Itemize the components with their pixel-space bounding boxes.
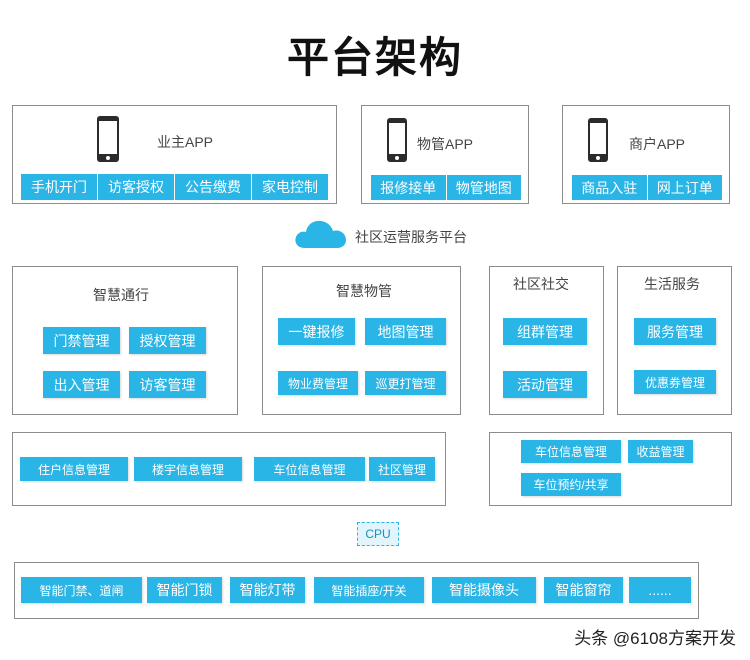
watermark: 头条 @6108方案开发 xyxy=(574,629,736,648)
devices-panel: 智能门禁、道闸 智能门锁 智能灯带 智能插座/开关 智能摄像头 智能窗帘 ...… xyxy=(14,562,699,619)
device-button[interactable]: 智能插座/开关 xyxy=(314,577,424,603)
cloud-icon xyxy=(295,220,346,248)
life-services-label: 生活服务 xyxy=(644,276,700,292)
parking-panel: 车位信息管理 收益管理 车位预约/共享 xyxy=(489,432,732,506)
smart-access-button[interactable]: 授权管理 xyxy=(129,327,206,354)
smart-access-label: 智慧通行 xyxy=(93,287,149,303)
social-button[interactable]: 活动管理 xyxy=(503,371,587,398)
social-label: 社区社交 xyxy=(513,276,569,292)
info-management-button[interactable]: 楼宇信息管理 xyxy=(134,457,242,481)
property-app-panel: 物管APP 报修接单 物管地图 xyxy=(361,105,529,204)
phone-icon xyxy=(387,118,407,162)
merchant-app-button[interactable]: 网上订单 xyxy=(656,179,713,196)
merchant-app-button[interactable]: 商品入驻 xyxy=(572,175,648,200)
platform-label: 社区运营服务平台 xyxy=(355,229,467,245)
info-management-button[interactable]: 社区管理 xyxy=(369,457,435,481)
smart-property-button[interactable]: 一键报修 xyxy=(278,318,355,345)
smart-property-panel: 智慧物管 一键报修 地图管理 物业费管理 巡更打管理 xyxy=(262,266,461,415)
owner-app-label: 业主APP xyxy=(157,134,214,150)
social-panel: 社区社交 组群管理 活动管理 xyxy=(489,266,604,415)
device-button[interactable]: 智能窗帘 xyxy=(544,577,623,603)
owner-app-button[interactable]: 家电控制 xyxy=(262,179,318,195)
phone-icon xyxy=(588,118,608,162)
smart-access-button[interactable]: 访客管理 xyxy=(129,371,206,398)
info-management-panel: 住户信息管理 楼宇信息管理 车位信息管理 社区管理 xyxy=(12,432,446,506)
property-app-button-bar: 报修接单 物管地图 xyxy=(371,175,521,200)
smart-access-button[interactable]: 门禁管理 xyxy=(43,327,120,354)
owner-app-button[interactable]: 手机开门 xyxy=(21,174,98,200)
device-button[interactable]: ...... xyxy=(629,577,691,603)
device-button[interactable]: 智能门禁、道闸 xyxy=(21,577,142,603)
device-button[interactable]: 智能门锁 xyxy=(147,577,222,603)
merchant-app-button-bar: 商品入驻 网上订单 xyxy=(572,175,722,200)
smart-property-button[interactable]: 物业费管理 xyxy=(278,371,358,395)
property-app-button[interactable]: 物管地图 xyxy=(455,179,512,196)
smart-access-panel: 智慧通行 门禁管理 授权管理 出入管理 访客管理 xyxy=(12,266,238,415)
smart-property-button[interactable]: 地图管理 xyxy=(365,318,446,345)
owner-app-button[interactable]: 访客授权 xyxy=(98,174,175,200)
parking-button[interactable]: 车位信息管理 xyxy=(521,440,621,463)
life-services-button[interactable]: 优惠券管理 xyxy=(634,370,716,394)
smart-property-label: 智慧物管 xyxy=(336,283,392,299)
owner-app-panel: 业主APP 手机开门 访客授权 公告缴费 家电控制 xyxy=(12,105,337,204)
merchant-app-label: 商户APP xyxy=(629,136,686,152)
smart-access-button[interactable]: 出入管理 xyxy=(43,371,120,398)
life-services-panel: 生活服务 服务管理 优惠券管理 xyxy=(617,266,732,415)
social-button[interactable]: 组群管理 xyxy=(503,318,587,345)
parking-button[interactable]: 车位预约/共享 xyxy=(521,473,621,496)
page-title: 平台架构 xyxy=(286,34,463,81)
life-services-button[interactable]: 服务管理 xyxy=(634,318,716,345)
owner-app-button[interactable]: 公告缴费 xyxy=(175,174,252,200)
smart-property-button[interactable]: 巡更打管理 xyxy=(365,371,446,395)
property-app-button[interactable]: 报修接单 xyxy=(371,175,447,200)
property-app-label: 物管APP xyxy=(417,136,474,152)
device-button[interactable]: 智能摄像头 xyxy=(432,577,536,603)
phone-icon xyxy=(97,116,119,162)
device-button[interactable]: 智能灯带 xyxy=(230,577,305,603)
info-management-button[interactable]: 住户信息管理 xyxy=(20,457,128,481)
cpu-badge: CPU xyxy=(357,522,399,546)
parking-button[interactable]: 收益管理 xyxy=(628,440,693,463)
info-management-button[interactable]: 车位信息管理 xyxy=(254,457,365,481)
merchant-app-panel: 商户APP 商品入驻 网上订单 xyxy=(562,105,730,204)
owner-app-button-bar: 手机开门 访客授权 公告缴费 家电控制 xyxy=(21,174,328,200)
